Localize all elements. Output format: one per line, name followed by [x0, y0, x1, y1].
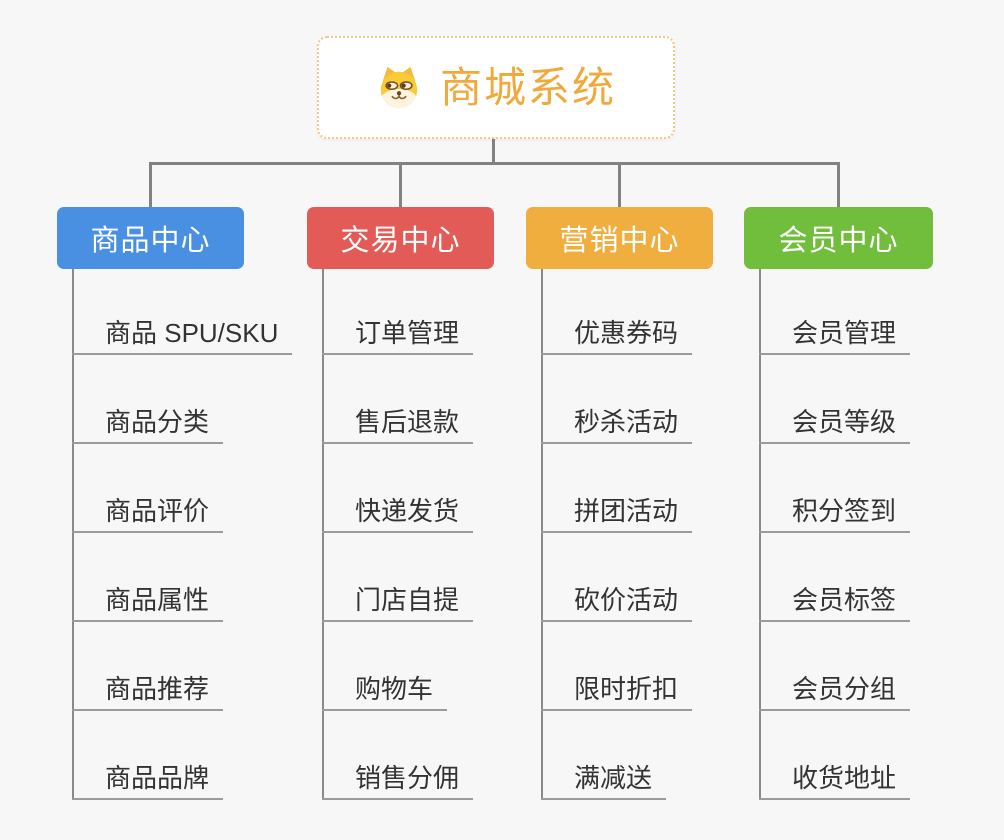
topic-item[interactable]: 秒杀活动 [541, 407, 693, 444]
topic-item[interactable]: 商品推荐 [72, 674, 224, 711]
root-node[interactable]: 商城系统 [317, 36, 675, 139]
topic-branch-line [72, 269, 74, 800]
branch-drop-connector [149, 162, 152, 207]
topic-item[interactable]: 会员管理 [759, 318, 911, 355]
topic-item[interactable]: 砍价活动 [541, 585, 693, 622]
topic-item[interactable]: 商品属性 [72, 585, 224, 622]
topic-item[interactable]: 商品评价 [72, 496, 224, 533]
topic-branch-line [322, 269, 324, 800]
root-title: 商城系统 [439, 63, 616, 111]
topic-branch-line [541, 269, 543, 800]
branch-bus-connector [149, 162, 840, 165]
branch-box[interactable]: 营销中心 [526, 207, 713, 269]
topic-item[interactable]: 售后退款 [322, 407, 474, 444]
topic-item[interactable]: 销售分佣 [322, 763, 474, 800]
topic-item[interactable]: 快递发货 [322, 496, 474, 533]
topic-item[interactable]: 拼团活动 [541, 496, 693, 533]
topic-item[interactable]: 收货地址 [759, 763, 911, 800]
topic-item[interactable]: 商品 SPU/SKU [72, 318, 293, 355]
topic-item[interactable]: 优惠券码 [541, 318, 693, 355]
topic-item[interactable]: 限时折扣 [541, 674, 693, 711]
topic-branch-line [759, 269, 761, 800]
branch-drop-connector [399, 162, 402, 207]
topic-item[interactable]: 满减送 [541, 763, 667, 800]
topic-item[interactable]: 积分签到 [759, 496, 911, 533]
branch-box[interactable]: 交易中心 [307, 207, 494, 269]
branch-drop-connector [837, 162, 840, 207]
topic-item[interactable]: 购物车 [322, 674, 448, 711]
topic-item[interactable]: 门店自提 [322, 585, 474, 622]
topic-item[interactable]: 商品分类 [72, 407, 224, 444]
branch-box[interactable]: 商品中心 [57, 207, 244, 269]
dog-face-icon [380, 66, 418, 108]
branch-drop-connector [618, 162, 621, 207]
topic-item[interactable]: 会员分组 [759, 674, 911, 711]
topic-item[interactable]: 商品品牌 [72, 763, 224, 800]
root-stem-connector [492, 139, 495, 165]
topic-item[interactable]: 订单管理 [322, 318, 474, 355]
topic-item[interactable]: 会员等级 [759, 407, 911, 444]
branch-box[interactable]: 会员中心 [744, 207, 933, 269]
topic-item[interactable]: 会员标签 [759, 585, 911, 622]
